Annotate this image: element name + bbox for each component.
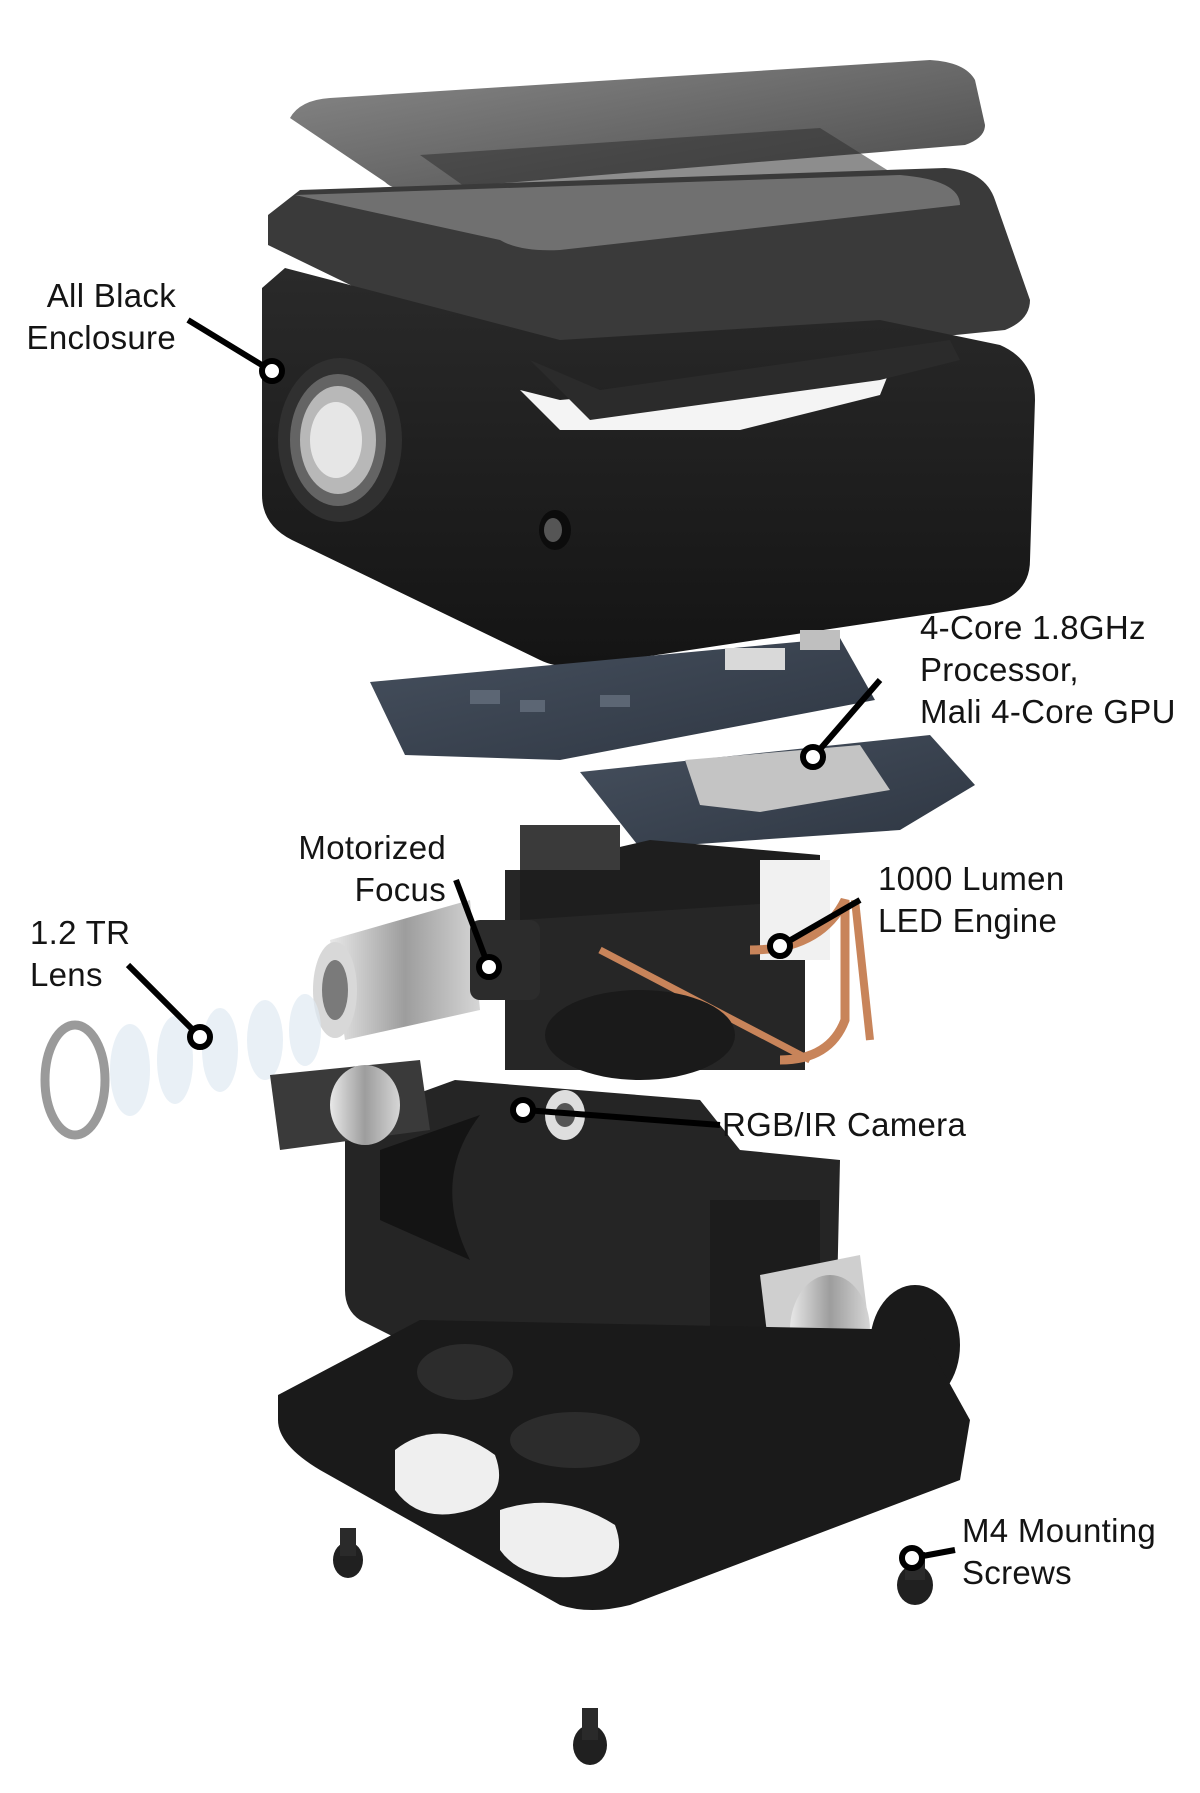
callout-lens-line-1: 1.2 TR	[30, 914, 131, 951]
callout-screws-line-1: M4 Mounting	[962, 1512, 1157, 1549]
lens-elements	[40, 994, 321, 1140]
callout-screws: M4 Mounting Screws	[962, 1510, 1156, 1594]
callout-lens: 1.2 TR Lens	[30, 912, 130, 996]
callout-enclosure: All Black Enclosure	[0, 275, 176, 359]
callout-lumen-line-2: LED Engine	[878, 902, 1058, 939]
callout-processor-line-2: Processor,	[920, 651, 1079, 688]
callout-focus: Motorized Focus	[250, 827, 446, 911]
leader-dots	[187, 358, 925, 1571]
callout-focus-line-1: Motorized	[298, 829, 446, 866]
optical-engine	[313, 825, 874, 1080]
callout-processor-line-1: 4-Core 1.8GHz	[920, 609, 1146, 646]
callout-processor: 4-Core 1.8GHz Processor, Mali 4-Core GPU	[920, 607, 1176, 733]
callout-lens-line-2: Lens	[30, 956, 103, 993]
callout-processor-line-3: Mali 4-Core GPU	[920, 693, 1176, 730]
callout-enclosure-line-2: Enclosure	[26, 319, 176, 356]
callout-enclosure-line-1: All Black	[46, 277, 176, 314]
mounting-screws	[333, 1528, 933, 1765]
callout-lumen-line-1: 1000 Lumen	[878, 860, 1065, 897]
callout-focus-line-2: Focus	[354, 871, 446, 908]
leader-lines	[125, 317, 956, 1561]
callout-camera: RGB/IR Camera	[722, 1104, 966, 1146]
base-plate	[278, 1320, 970, 1610]
callout-screws-line-2: Screws	[962, 1554, 1072, 1591]
black-enclosure	[262, 268, 1035, 667]
callout-lumen: 1000 Lumen LED Engine	[878, 858, 1064, 942]
callout-camera-line-1: RGB/IR Camera	[722, 1106, 967, 1143]
circuit-boards	[370, 630, 975, 848]
